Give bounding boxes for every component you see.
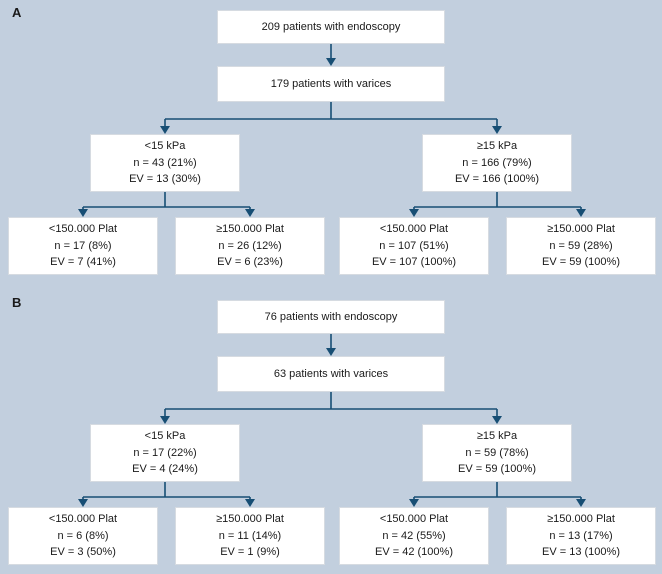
plat-low1-a-title: <150.000 Plat [48,223,118,236]
panel-a-connectors [78,44,586,217]
plat-high1-a-title: ≥150.000 Plat [216,223,284,236]
kpa-low-b-n: n = 17 (22%) [133,446,197,459]
plat-high1-a-n: n = 26 (12%) [218,239,282,252]
kpa-high-b-n: n = 59 (78%) [465,446,529,459]
panel-a-label: A [12,5,22,20]
plat-low2-a-ev: EV = 107 (100%) [371,256,457,269]
node-plat-high2-b: ≥150.000 Plat n = 13 (17%) EV = 13 (100%… [506,507,656,565]
plat-high2-b-n: n = 13 (17%) [549,529,613,542]
kpa-high-a-title: ≥15 kPa [476,140,518,153]
plat-high2-a-title: ≥150.000 Plat [547,223,615,236]
kpa-low-a-n: n = 43 (21%) [133,156,197,169]
plat-low2-a-title: <150.000 Plat [379,223,449,236]
kpa-high-a-ev: EV = 166 (100%) [454,173,540,186]
node-plat-low1-a: <150.000 Plat n = 17 (8%) EV = 7 (41%) [8,217,158,275]
kpa-high-b-title: ≥15 kPa [476,430,518,443]
node-kpa-low-b: <15 kPa n = 17 (22%) EV = 4 (24%) [90,424,240,482]
plat-low2-b-title: <150.000 Plat [379,513,449,526]
kpa-low-a-ev: EV = 13 (30%) [129,173,201,186]
node-plat-low2-b: <150.000 Plat n = 42 (55%) EV = 42 (100%… [339,507,489,565]
node-kpa-low-a: <15 kPa n = 43 (21%) EV = 13 (30%) [90,134,240,192]
node-endoscopy-b-text: 76 patients with endoscopy [264,310,398,323]
plat-low2-b-n: n = 42 (55%) [382,529,446,542]
plat-low2-a-n: n = 107 (51%) [379,239,449,252]
kpa-low-b-ev: EV = 4 (24%) [132,463,198,476]
plat-low1-a-n: n = 17 (8%) [54,239,112,252]
plat-high1-b-ev: EV = 1 (9%) [220,546,280,559]
node-plat-low2-a: <150.000 Plat n = 107 (51%) EV = 107 (10… [339,217,489,275]
node-endoscopy-a: 209 patients with endoscopy [217,10,445,44]
node-plat-low1-b: <150.000 Plat n = 6 (8%) EV = 3 (50%) [8,507,158,565]
plat-high1-b-title: ≥150.000 Plat [216,513,284,526]
plat-high2-b-ev: EV = 13 (100%) [542,546,620,559]
node-endoscopy-b: 76 patients with endoscopy [217,300,445,334]
kpa-low-a-title: <15 kPa [144,140,186,153]
plat-high2-a-n: n = 59 (28%) [549,239,613,252]
node-varices-a: 179 patients with varices [217,66,445,102]
node-varices-b-text: 63 patients with varices [273,367,389,380]
plat-high2-a-ev: EV = 59 (100%) [542,256,620,269]
panel-b: B 76 patients with endoscopy 63 patients… [0,290,662,574]
panel-a: A 209 patients with endoscopy 179 patien… [8,5,656,275]
kpa-high-a-n: n = 166 (79%) [462,156,532,169]
node-varices-a-text: 179 patients with varices [270,77,392,90]
kpa-high-b-ev: EV = 59 (100%) [458,463,536,476]
node-plat-high1-a: ≥150.000 Plat n = 26 (12%) EV = 6 (23%) [175,217,325,275]
node-kpa-high-a: ≥15 kPa n = 166 (79%) EV = 166 (100%) [422,134,572,192]
node-varices-b: 63 patients with varices [217,356,445,392]
panel-b-connectors [78,334,586,507]
plat-high2-b-title: ≥150.000 Plat [547,513,615,526]
plat-low1-b-n: n = 6 (8%) [57,529,109,542]
plat-high1-a-ev: EV = 6 (23%) [217,256,283,269]
panel-b-label: B [12,295,22,310]
node-plat-high2-a: ≥150.000 Plat n = 59 (28%) EV = 59 (100%… [506,217,656,275]
plat-low1-a-ev: EV = 7 (41%) [50,256,116,269]
plat-low1-b-ev: EV = 3 (50%) [50,546,116,559]
plat-low2-b-ev: EV = 42 (100%) [375,546,453,559]
kpa-low-b-title: <15 kPa [144,430,186,443]
node-kpa-high-b: ≥15 kPa n = 59 (78%) EV = 59 (100%) [422,424,572,482]
plat-high1-b-n: n = 11 (14%) [218,529,282,542]
node-plat-high1-b: ≥150.000 Plat n = 11 (14%) EV = 1 (9%) [175,507,325,565]
plat-low1-b-title: <150.000 Plat [48,513,118,526]
node-endoscopy-a-text: 209 patients with endoscopy [261,20,401,33]
